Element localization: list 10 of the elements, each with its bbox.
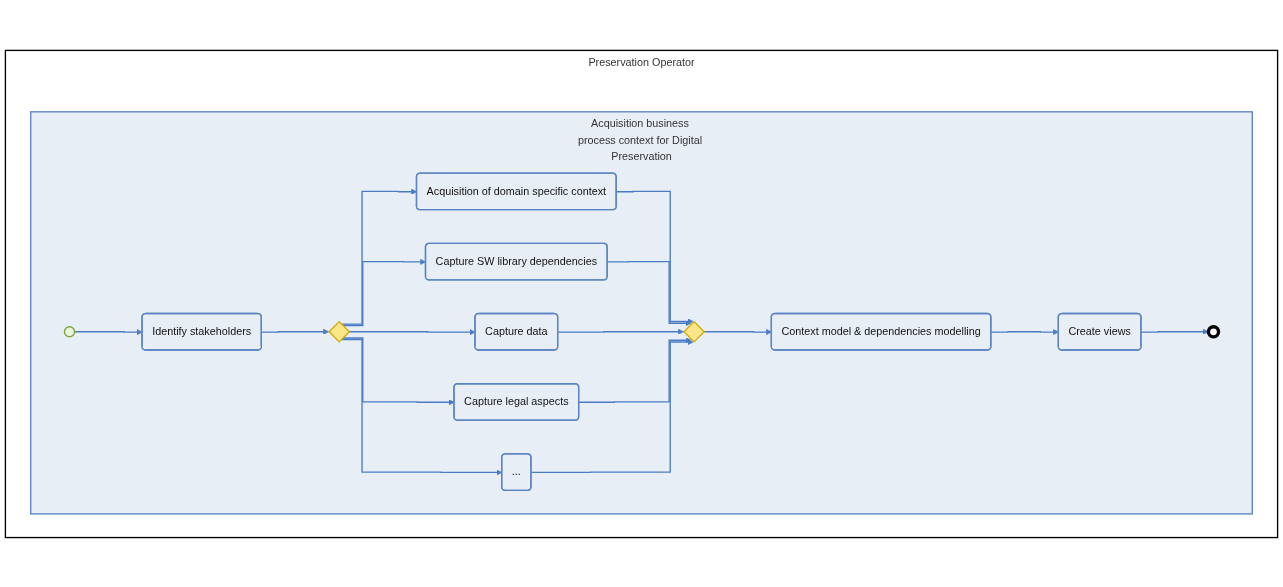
arrow: [530, 338, 694, 473]
arrow: [557, 328, 684, 335]
arrow: [73, 328, 143, 335]
arrow: [703, 328, 772, 335]
arrow: [990, 328, 1059, 335]
node-diamond: [328, 320, 351, 343]
node-diamond: [683, 320, 706, 343]
node-circle: [63, 325, 76, 337]
arrow: [1140, 328, 1209, 335]
node-circle: [1206, 324, 1221, 339]
